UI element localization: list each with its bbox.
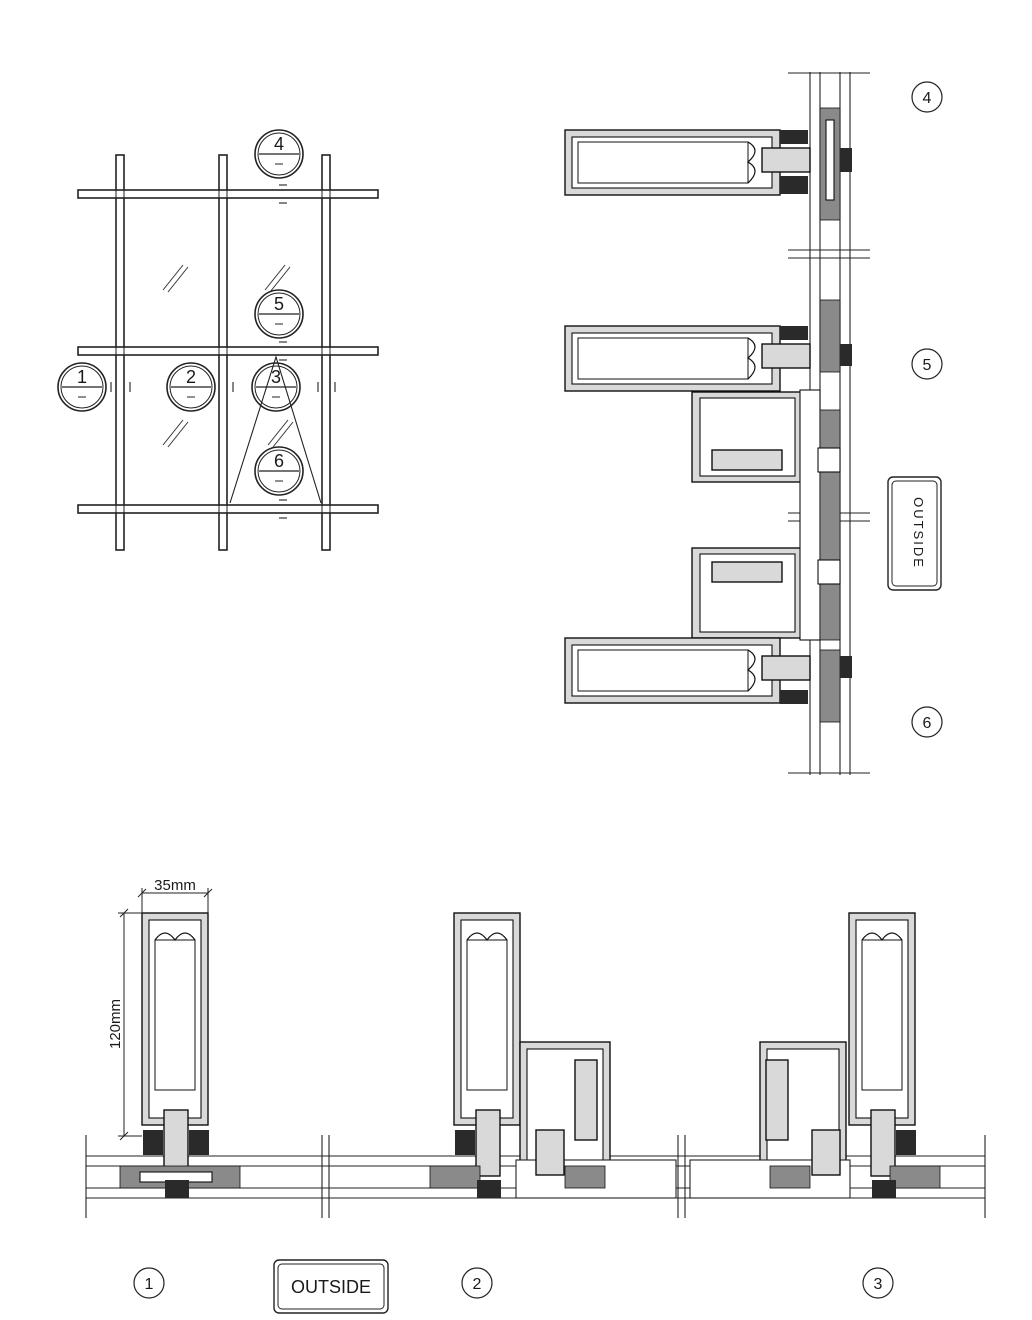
marker-6-label: 6 <box>274 451 284 471</box>
horizontal-section: 35mm 120mm <box>85 877 986 1314</box>
mullion-profile-2 <box>429 912 677 1199</box>
mullion-profile-3 <box>689 912 941 1199</box>
opening-indicator <box>229 355 322 504</box>
svg-text:2: 2 <box>473 1276 482 1293</box>
outside-label-vertical: OUTSIDE <box>887 476 942 591</box>
marker-5-label: 5 <box>274 294 284 314</box>
transom-profile-5 <box>564 299 852 392</box>
glass-hatch-marks <box>162 264 294 448</box>
marker-3: 3 <box>251 362 301 412</box>
hsection-label-1: 1 <box>133 1267 165 1299</box>
marker-6: 6 <box>254 446 304 496</box>
marker-3-label: 3 <box>271 367 281 387</box>
transom-middle <box>77 346 379 356</box>
vsection-label-4: 4 <box>911 81 943 113</box>
outside-horizontal-text: OUTSIDE <box>291 1277 371 1297</box>
svg-text:5: 5 <box>923 357 932 374</box>
svg-text:6: 6 <box>923 715 932 732</box>
mullion-profile-1 <box>119 912 241 1198</box>
marker-4: 4 <box>254 129 304 179</box>
vertical-section: 4 5 6 OUTSIDE <box>564 72 943 775</box>
transom-bottom <box>77 504 379 514</box>
dimension-width <box>137 888 213 913</box>
marker-1-label: 1 <box>77 367 87 387</box>
transom-profile-6 <box>564 637 852 723</box>
hsection-label-3: 3 <box>862 1267 894 1299</box>
vsection-label-6: 6 <box>911 706 943 738</box>
marker-4-label: 4 <box>274 134 284 154</box>
svg-text:3: 3 <box>874 1276 883 1293</box>
marker-2-label: 2 <box>186 367 196 387</box>
vsection-label-5: 5 <box>911 348 943 380</box>
outside-label-horizontal: OUTSIDE <box>273 1259 389 1314</box>
window-sash-profile <box>691 389 841 641</box>
dimension-height-label: 120mm <box>107 999 124 1049</box>
svg-text:4: 4 <box>923 90 932 107</box>
marker-1: 1 <box>57 362 107 412</box>
outside-vertical-text: OUTSIDE <box>911 497 926 569</box>
svg-text:1: 1 <box>145 1276 154 1293</box>
elevation-grid <box>77 154 379 551</box>
marker-5: 5 <box>254 289 304 339</box>
transom-profile-4 <box>564 107 852 221</box>
dimension-height <box>118 908 142 1141</box>
dimension-width-label: 35mm <box>154 877 196 894</box>
hsection-label-2: 2 <box>461 1267 493 1299</box>
marker-2: 2 <box>166 362 216 412</box>
transom-top <box>77 189 379 199</box>
